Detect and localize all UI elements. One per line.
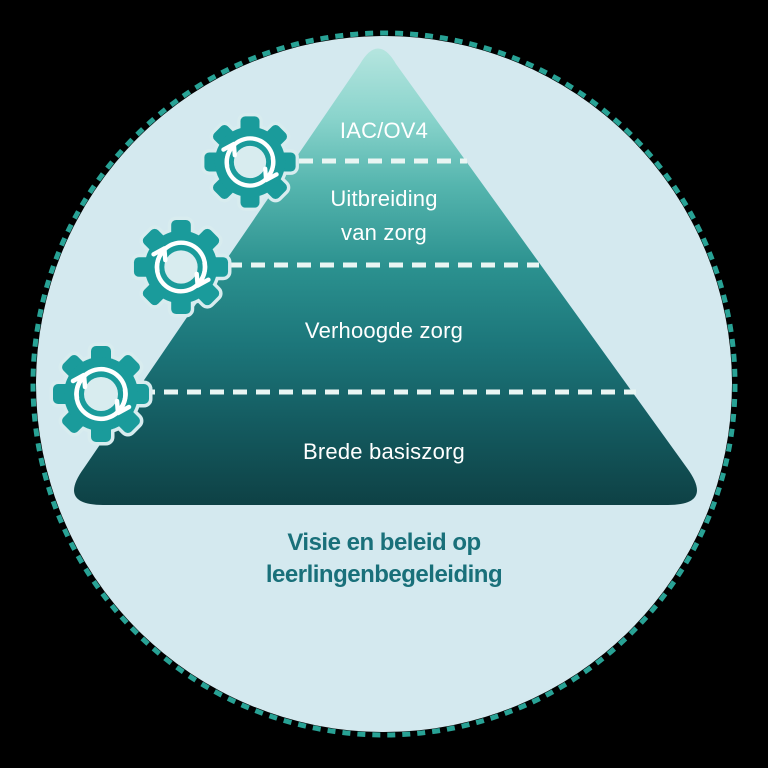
gear-sync-icon: [53, 346, 149, 442]
gear-sync-icon: [134, 220, 228, 314]
gear-sync-icon: [204, 116, 295, 207]
circle-dashed-border: [30, 30, 738, 738]
footer-line-2: leerlingenbegeleiding: [266, 561, 502, 588]
level-label-brede-basiszorg: Brede basiszorg: [303, 439, 465, 464]
level-label-uitbreiding-line1: Uitbreiding: [330, 186, 437, 211]
level-label-uitbreiding-line2: van zorg: [341, 220, 427, 245]
footer-line-1: Visie en beleid op: [287, 529, 480, 556]
level-label-iac-ov4: IAC/OV4: [340, 118, 428, 143]
level-label-verhoogde-zorg: Verhoogde zorg: [305, 318, 463, 343]
